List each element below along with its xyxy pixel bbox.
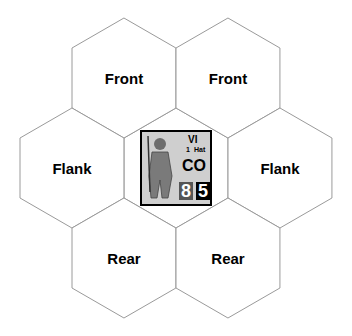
soldier-musket (148, 136, 150, 192)
hex-label: Flank (52, 160, 91, 177)
counter-value: Hat (194, 146, 205, 153)
hex-outline (72, 198, 176, 318)
counter-value: VI (188, 135, 197, 145)
hex-label: Front (209, 70, 247, 87)
counter-value: CO (182, 158, 206, 174)
hex-outline (176, 198, 280, 318)
soldier-head (154, 138, 166, 150)
soldier-body (149, 152, 172, 198)
hex-label: Rear (211, 250, 244, 267)
counter-value: 1 (186, 146, 190, 153)
unit-counter: VI1 HatCO 85 (140, 130, 212, 206)
hex-label: Front (105, 70, 143, 87)
hex-label: Flank (260, 160, 299, 177)
counter-value: 5 (196, 182, 210, 200)
hex-cell: Rear (176, 198, 280, 318)
counter-value: 8 (179, 182, 193, 200)
hex-label: Rear (107, 250, 140, 267)
hex-cell: Rear (72, 198, 176, 318)
